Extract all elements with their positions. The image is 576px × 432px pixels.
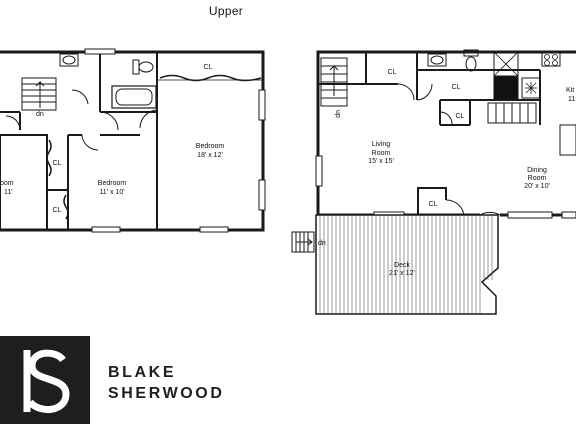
fireplace-icon <box>493 76 519 100</box>
stairs-icon <box>320 57 348 107</box>
door-swing <box>397 83 415 101</box>
room-name: Room <box>528 175 547 182</box>
room-size: 21' x 12' <box>389 270 415 277</box>
upper-floor-plan <box>0 48 266 233</box>
room-name: Kit <box>566 87 574 94</box>
window <box>258 89 266 121</box>
closet-label: CL <box>452 84 461 91</box>
closet-label: CL <box>53 160 62 167</box>
door-swing <box>81 134 99 151</box>
closet-door <box>46 139 52 177</box>
interior-wall <box>417 187 447 215</box>
bs-logo-icon <box>23 349 70 413</box>
room-name: oom <box>0 180 14 187</box>
deck-area <box>291 214 499 315</box>
window <box>91 226 121 233</box>
room-name: Room <box>372 150 391 157</box>
main-floor-plan <box>315 49 576 236</box>
window <box>507 211 553 219</box>
deck-stairs-icon <box>291 231 315 253</box>
bs-monogram-logo <box>0 336 90 424</box>
appliance-icon <box>521 77 541 99</box>
brand-name-line1: BLAKE <box>108 364 177 381</box>
room-size: 11' x 10' <box>99 189 124 196</box>
toilet-icon <box>132 59 140 75</box>
stairs-down-label: dn <box>318 240 326 247</box>
closet-label: CL <box>204 64 213 71</box>
exterior-wall <box>0 50 265 232</box>
window <box>561 211 576 219</box>
closet-label: CL <box>456 113 465 120</box>
stairs-down-label: dn <box>36 111 44 118</box>
room-size: 18' x 12' <box>197 152 223 159</box>
door-swing <box>71 89 89 105</box>
stairs-up-label: up <box>334 110 341 118</box>
window <box>258 179 266 211</box>
room-size: 11' <box>4 189 13 196</box>
stairs-icon <box>487 102 537 124</box>
room-size: 11 <box>568 96 575 103</box>
closet-door <box>63 194 69 220</box>
door-swing <box>416 83 433 101</box>
closet-label: CL <box>429 201 438 208</box>
window <box>84 48 116 55</box>
bathtub-icon <box>111 85 157 109</box>
room-name: Dining <box>527 167 547 174</box>
stove-icon <box>541 51 561 67</box>
door-swing <box>139 109 158 129</box>
window <box>315 155 323 187</box>
room-name: Bedroom <box>196 143 225 150</box>
room-name: Bedroom <box>98 180 127 187</box>
room-name: Living <box>372 141 390 148</box>
brand-name-line2: SHERWOOD <box>108 385 225 402</box>
toilet-icon <box>463 49 479 57</box>
sink-icon <box>427 53 447 67</box>
room-name: Deck <box>394 262 410 269</box>
door-swing <box>99 111 119 131</box>
stairs-icon <box>21 77 57 111</box>
closet-label: CL <box>388 69 397 76</box>
floor-label: Upper <box>209 4 243 18</box>
closet-label: CL <box>53 207 62 214</box>
room-size: 15' x 15' <box>368 158 394 165</box>
room-size: 20' x 10' <box>524 183 550 190</box>
window <box>199 226 229 233</box>
door-swing <box>439 111 453 125</box>
door-swing <box>445 199 465 216</box>
door-swing <box>5 115 21 131</box>
kitchen-island <box>559 124 576 156</box>
sink-icon <box>59 53 79 67</box>
appliance-icon <box>493 51 519 77</box>
